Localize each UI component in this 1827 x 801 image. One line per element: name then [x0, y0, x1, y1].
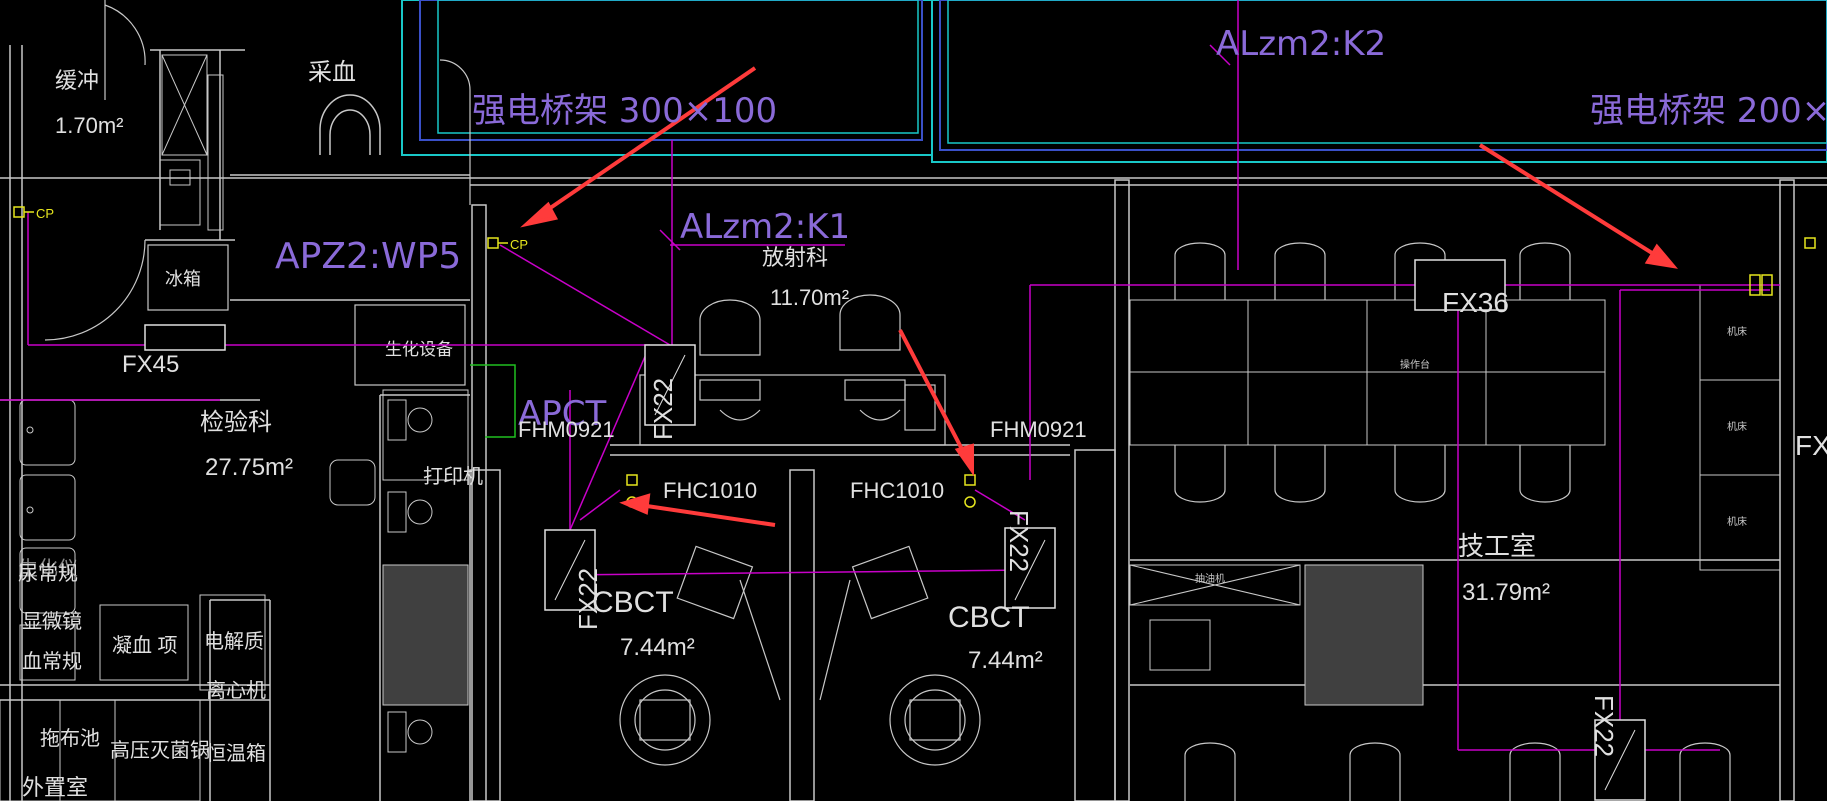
cabinet-label-3: 机床 [1727, 515, 1747, 528]
magenta-wiring [0, 0, 1780, 751]
room-outside-name: 外置室 [22, 775, 88, 800]
door-fhm-right: FHM0921 [990, 417, 1087, 442]
arrow-head-1 [520, 201, 559, 228]
fx22-radiology-label: FX22 [648, 378, 678, 440]
lab-shelving [159, 54, 224, 231]
equip-biochem-analyzer: 生化仪 [18, 557, 78, 580]
room-lab-name: 检验科 [200, 409, 272, 436]
room-lab-area: 27.75m² [205, 454, 293, 481]
workbench-label: 操作台 [1400, 358, 1430, 371]
fx22-cbct-right-label: FX22 [1004, 510, 1034, 572]
fridge-outline [147, 244, 229, 311]
cable-tray-300-label: 强电桥架 300×100 [472, 91, 777, 131]
door-swings [44, 0, 471, 341]
fx-edge-label: FX [1795, 430, 1827, 461]
fx22-cbct-left-label: FX22 [573, 568, 603, 630]
equip-autoclave: 高压灭菌锅 [110, 739, 210, 762]
room-cbct-left-name: CBCT [592, 586, 674, 619]
room-buffer-area: 1.70m² [55, 113, 123, 138]
equip-urine: 尿常规 [18, 562, 78, 585]
alzm-k1-label: ALzm2:K1 [680, 207, 850, 247]
workstations-left [329, 389, 469, 753]
blood-collection-chair [319, 94, 381, 155]
door-fhc-left: FHC1010 [663, 478, 757, 503]
fan-coil-diagonals [554, 354, 1636, 791]
arrow-head-4 [954, 443, 974, 477]
alzm-k2-label: ALzm2:K2 [1216, 24, 1386, 64]
cp-label-mid: CP [510, 237, 528, 252]
equip-blood-routine: 血常规 [22, 650, 82, 673]
cp-label-left: CP [36, 206, 54, 221]
room-radiology-name: 放射科 [762, 245, 828, 270]
printer-label: 打印机 [423, 465, 483, 488]
equip-microscope: 显微镜 [22, 610, 82, 633]
cbct-machines [619, 545, 981, 766]
door-fhm-left: FHM0921 [518, 417, 615, 442]
cabinet-label-1: 机床 [1727, 325, 1747, 338]
door-fhc-right: FHC1010 [850, 478, 944, 503]
room-cbct-right-area: 7.44m² [968, 647, 1043, 674]
room-blood-name: 采血 [308, 59, 356, 86]
room-tech-name: 技工室 [1458, 531, 1536, 561]
fx45-label: FX45 [122, 351, 179, 378]
biochem-label: 生化设备 [385, 340, 453, 359]
equip-incubator: 恒温箱 [206, 742, 266, 765]
fridge-label: 冰箱 [165, 269, 201, 289]
room-cbct-right-name: CBCT [948, 601, 1030, 634]
equip-coagulation: 凝血 项 [112, 634, 178, 657]
small-equip-label: 抽油机 [1195, 572, 1225, 585]
equip-centrifuge: 离心机 [206, 679, 266, 702]
red-annotation-arrows [520, 66, 1678, 527]
radiology-console [639, 294, 946, 446]
arrow-head-2 [1644, 243, 1678, 269]
fx22-tech-label: FX22 [1589, 695, 1619, 757]
room-radiology-area: 11.70m² [770, 285, 849, 310]
room-buffer-name: 缓冲 [55, 68, 99, 93]
apct-label: APCT [518, 394, 607, 434]
room-tech-area: 31.79m² [1462, 579, 1550, 606]
arrow-head-3 [619, 493, 651, 515]
dark-cabinet-right [1304, 564, 1424, 706]
cabinet-label-2: 机床 [1727, 420, 1747, 433]
room-cbct-left-area: 7.44m² [620, 634, 695, 661]
tech-workbench [1129, 284, 1781, 671]
workbench-chairs [1174, 242, 1731, 801]
cable-tray-outlines [401, 0, 1827, 163]
green-wire [470, 364, 516, 438]
fx36-label: FX36 [1442, 287, 1509, 318]
equip-mop-sink: 拖布池 [40, 727, 100, 750]
equip-electrolyte: 电解质 [204, 630, 264, 653]
cable-tray-200-label: 强电桥架 200×100 [1590, 91, 1827, 131]
apz2-wp5-label: APZ2:WP5 [275, 236, 461, 277]
dark-cabinet-left [382, 564, 469, 706]
